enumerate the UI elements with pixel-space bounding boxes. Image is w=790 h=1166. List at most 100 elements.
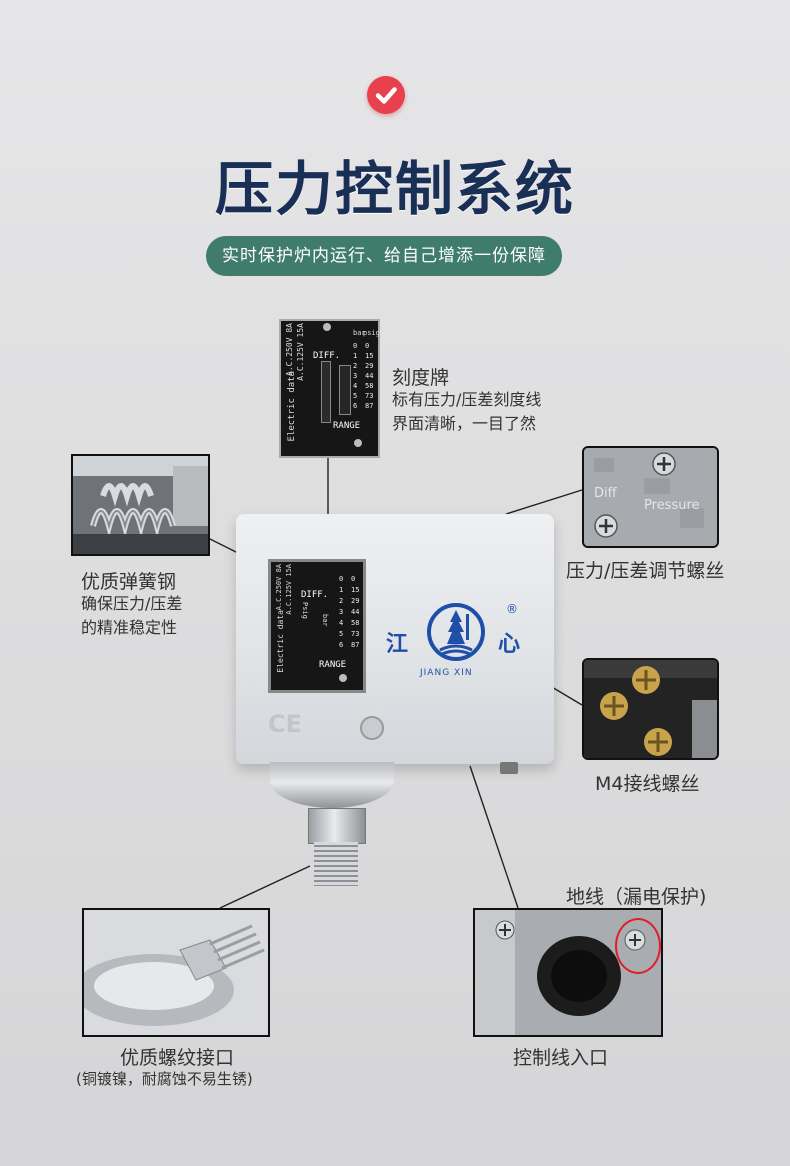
device-psig-label: Psig: [301, 602, 309, 619]
dial-bar-value: 0: [339, 575, 344, 583]
dial-slot: [339, 365, 351, 415]
dial-psig-value: 73: [365, 392, 374, 400]
screw-icon: [323, 323, 331, 331]
device-dial-window: Electric data A.C.250V 8A A.C.125V 15A D…: [268, 559, 366, 693]
dial-scale-row: 6 87: [353, 401, 377, 411]
spring-line1: 确保压力/压差: [81, 594, 183, 613]
device-bar-label: bar: [321, 614, 329, 627]
diff-engraving: Diff: [594, 486, 617, 501]
leader-adjust-screw: [505, 489, 583, 515]
dial-scale-row: 3 44: [339, 607, 363, 618]
brand-right-char: 心: [498, 632, 521, 657]
terminal-title: M4接线螺丝: [595, 773, 700, 795]
dial-rating2: A.C.125V 15A: [296, 323, 305, 381]
device-range-label: RANGE: [319, 660, 347, 670]
cable-port-stub: [500, 762, 518, 774]
dial-scale-row: 4 58: [339, 618, 363, 629]
dial-scale-row: 4 58: [353, 381, 377, 391]
brand-logo: 江 心 ® JIANG XIN: [386, 590, 546, 680]
dial-bar-value: 2: [353, 362, 358, 370]
dial-col-bar: bar: [353, 329, 366, 337]
dial-bar-value: 3: [353, 372, 358, 380]
dial-scale-row: 2 29: [353, 361, 377, 371]
screw-icon: [354, 439, 362, 447]
dial-scale-row: 2 29: [339, 596, 363, 607]
thread-title: 优质螺纹接口: [120, 1047, 235, 1069]
dial-bar-value: 1: [339, 586, 344, 594]
pressure-engraving: Pressure: [644, 498, 700, 513]
dial-bar-value: 0: [353, 342, 358, 350]
cable-title: 控制线入口: [513, 1047, 609, 1069]
scale-plate-line2: 界面清晰，一目了然: [392, 414, 537, 433]
dial-bar-value: 2: [339, 597, 344, 605]
brand-latin: JIANG XIN: [420, 668, 473, 678]
spring-photo: [71, 454, 210, 556]
threaded-fitting: [314, 842, 358, 886]
dial-psig-value: 73: [351, 630, 360, 638]
dial-scale-row: 1 15: [353, 351, 377, 361]
dial-psig-value: 44: [365, 372, 374, 380]
subtitle-badge: 实时保护炉内运行、给自己增添一份保障: [206, 236, 562, 276]
dial-range-label: RANGE: [333, 421, 361, 431]
dial-psig-value: 29: [351, 597, 360, 605]
dial-psig-value: 58: [351, 619, 360, 627]
dial-psig-value: 15: [365, 352, 374, 360]
dial-scale-row: 3 44: [353, 371, 377, 381]
adjust-screw-title: 压力/压差调节螺丝: [566, 560, 725, 582]
dial-bar-value: 4: [353, 382, 358, 390]
dial-diff-label: DIFF.: [313, 351, 341, 361]
dial-psig-value: 87: [365, 402, 374, 410]
registered-mark: ®: [506, 602, 518, 616]
dial-psig-value: 0: [351, 575, 356, 583]
scale-plate-line1: 标有压力/压差刻度线: [392, 390, 542, 409]
device-electric-data: Electric data: [276, 610, 285, 673]
dial-psig-value: 0: [365, 342, 370, 350]
dial-col-psig: psig: [363, 329, 380, 337]
dial-scale-row: 5 73: [339, 629, 363, 640]
dial-scale-row: 1 15: [339, 585, 363, 596]
dial-bar-value: 6: [353, 402, 358, 410]
leader-cable: [469, 765, 519, 909]
dial-bar-value: 5: [353, 392, 358, 400]
dial-psig-value: 15: [351, 586, 360, 594]
dial-scale-row: 6 87: [339, 640, 363, 651]
dial-bar-value: 5: [339, 630, 344, 638]
device-diff-label: DIFF.: [301, 590, 329, 600]
terminal-photo: [582, 658, 719, 760]
hex-nut: [308, 808, 366, 844]
dial-bar-value: 6: [339, 641, 344, 649]
device-rating2: A.C.125V 15A: [285, 564, 293, 615]
bellows: [270, 762, 394, 808]
thread-line1: (铜镀镍，耐腐蚀不易生锈): [76, 1070, 253, 1088]
dial-bar-value: 3: [339, 608, 344, 616]
brand-left-char: 江: [386, 632, 409, 657]
check-icon: [367, 76, 405, 114]
dial-psig-value: 44: [351, 608, 360, 616]
dial-electric-data: Electric data: [287, 371, 297, 442]
dial-bar-value: 1: [353, 352, 358, 360]
adjust-screw-photo: Diff Pressure: [582, 446, 719, 548]
scale-plate-title: 刻度牌: [392, 367, 450, 389]
dial-psig-value: 29: [365, 362, 374, 370]
ce-mark: CE: [268, 710, 303, 738]
brand-emblem: [418, 594, 494, 670]
device-rating1: A.C.250V 8A: [275, 564, 283, 611]
dial-slot: [321, 361, 331, 423]
screw-icon: [360, 716, 384, 740]
leader-spring: [207, 537, 239, 554]
dial-psig-value: 87: [351, 641, 360, 649]
dial-psig-value: 58: [365, 382, 374, 390]
screw-icon: [339, 674, 347, 682]
dial-scale-row: 5 73: [353, 391, 377, 401]
dial-rating1: A.C.250V 8A: [285, 323, 294, 376]
ground-highlight-circle: [615, 918, 661, 974]
dial-plate-closeup: Electric data A.C.250V 8A A.C.125V 15A D…: [279, 319, 380, 458]
spring-line2: 的精准稳定性: [81, 618, 178, 637]
dial-bar-value: 4: [339, 619, 344, 627]
spring-title: 优质弹簧钢: [81, 571, 177, 593]
cable-entry-photo: [473, 908, 663, 1037]
ground-title: 地线（漏电保护): [566, 886, 707, 908]
